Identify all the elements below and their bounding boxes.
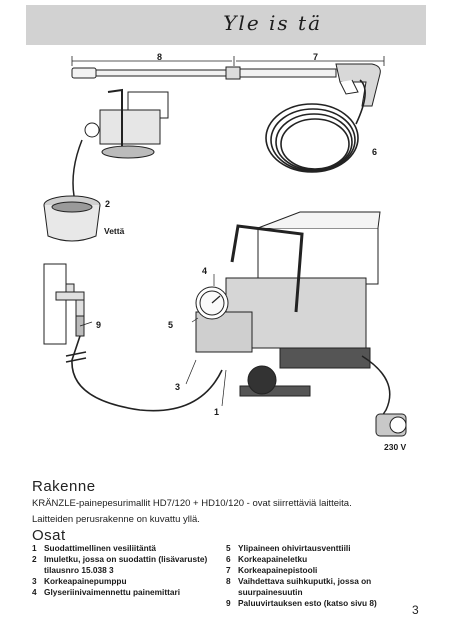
voltage-label: 230 V xyxy=(384,442,407,452)
callout-1: 1 xyxy=(214,407,220,417)
callout-7: 7 xyxy=(313,52,319,62)
callout-8: 8 xyxy=(157,52,163,62)
header-bar: Yle is tä xyxy=(26,5,426,45)
section-title-osat: Osat xyxy=(32,527,66,544)
callout-2: 2 xyxy=(105,199,111,209)
pressure-washer-illustration xyxy=(43,56,407,437)
callout-5: 5 xyxy=(168,320,174,330)
rakenne-line-2: Laitteiden perusrakenne on kuvattu yllä. xyxy=(32,514,200,525)
high-pressure-hose xyxy=(265,79,366,173)
spray-lance xyxy=(71,63,381,107)
small-washer xyxy=(84,88,169,159)
rakenne-line-1: KRÄNZLE-painepesurimallit HD7/120 + HD10… xyxy=(32,498,352,509)
water-label: Vettä xyxy=(104,226,125,236)
power-plug xyxy=(375,413,407,437)
water-bucket xyxy=(43,195,101,242)
main-washer xyxy=(195,211,381,397)
page-number: 3 xyxy=(412,603,419,617)
section-title-rakenne: Rakenne xyxy=(32,478,96,495)
water-tap xyxy=(43,263,85,345)
callout-6: 6 xyxy=(372,147,378,157)
callout-9: 9 xyxy=(96,320,102,330)
callout-4: 4 xyxy=(202,266,208,276)
callout-3: 3 xyxy=(175,382,181,392)
page-title: Yle is tä xyxy=(223,11,322,35)
